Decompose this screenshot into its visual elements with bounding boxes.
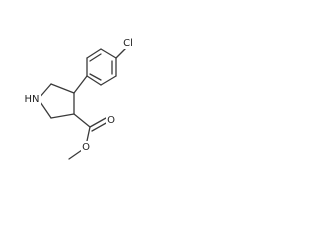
bond-ring-c5-c6 [86,75,102,86]
bond-ring-c2-c3 [100,48,117,59]
bond-ring-double-1 [89,53,102,62]
bond-ester-oxygen-methyl [68,149,83,160]
bond-phenyl-pyrrolidine [73,75,88,94]
chlorine-label-background [119,37,135,49]
bond-carbonyl-double-a [89,117,107,128]
amine-atom-label: HN [25,94,40,105]
methyl-ester-group [68,113,109,160]
ester-oxygen-label-background [81,141,91,152]
bond-ring-c4-c5 [100,75,117,86]
bond-c-cl [115,47,127,59]
ester-oxygen-atom-label: O [82,142,90,153]
bond-carbonyl-ester-oxygen [86,126,91,142]
carbonyl-oxygen-atom-label: O [107,115,115,126]
bond-c2-c3 [50,113,75,119]
bond-ring-double-3 [89,73,102,81]
bond-ring-c1-c2 [86,48,102,59]
bond-c3-carbonyl [73,113,91,128]
pyrrolidine-ring [37,83,75,119]
amine-label-background [23,93,41,105]
carbonyl-oxygen-label-background [106,114,116,125]
bond-c4-c5 [50,83,75,94]
chemical-structure-diagram: Cl HN O O [23,37,135,160]
benzene-ring [86,48,117,86]
chlorine-atom-label: Cl [123,38,133,49]
bond-carbonyl-double-b [91,121,109,132]
